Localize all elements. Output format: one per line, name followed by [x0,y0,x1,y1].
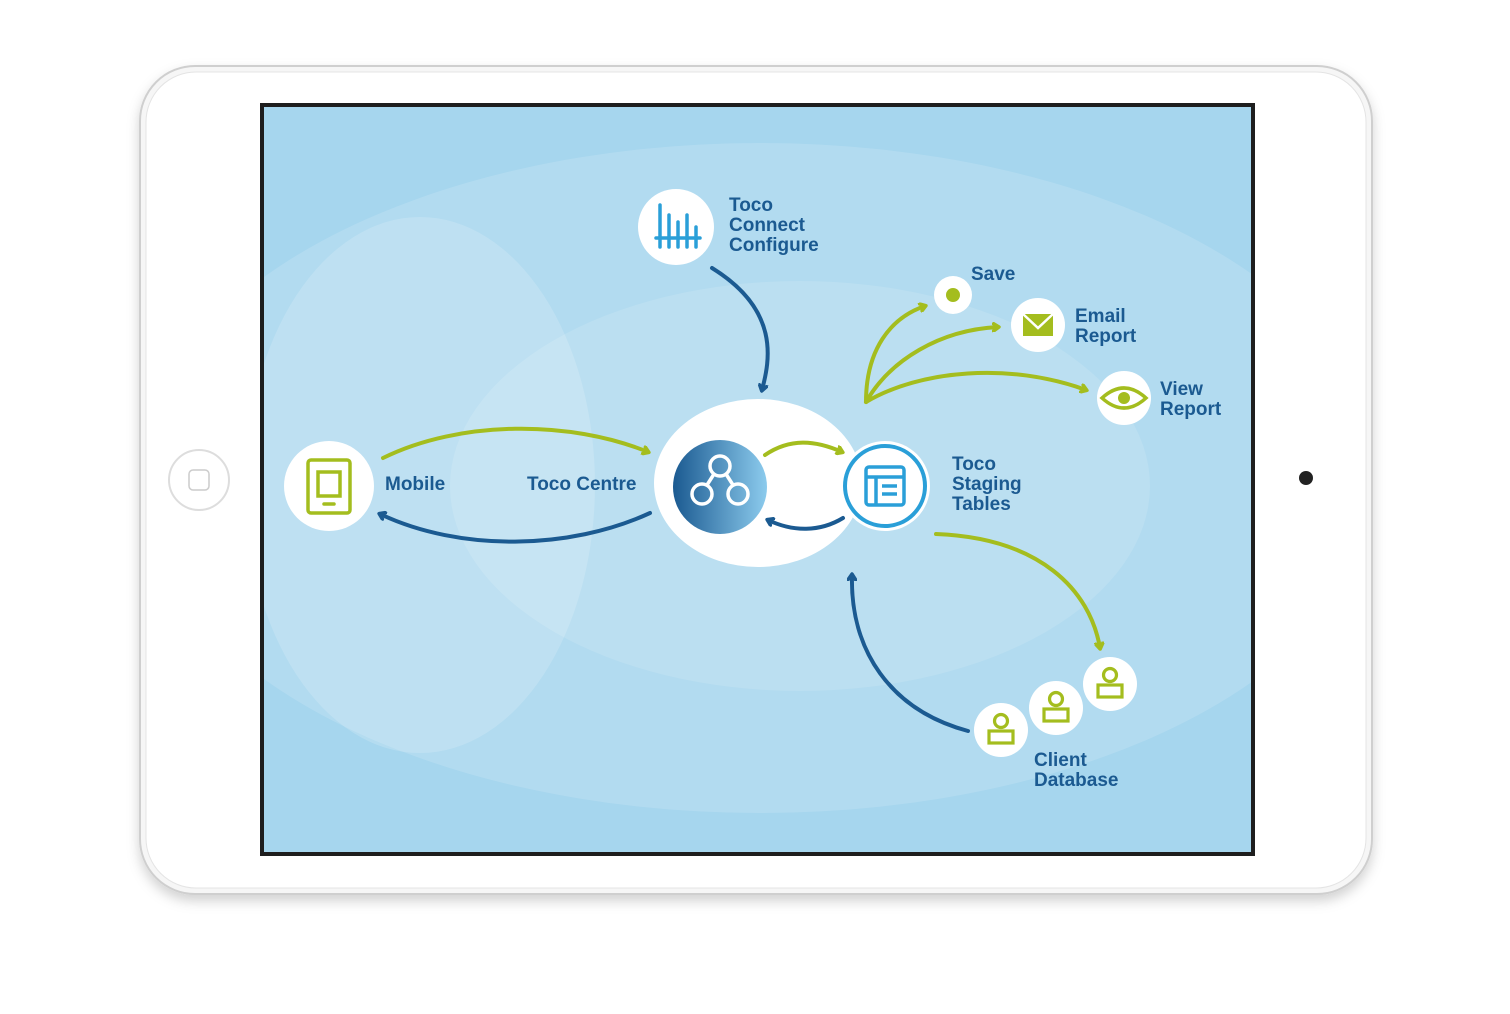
eye-icon [1099,386,1149,410]
user-icon [1096,666,1124,699]
arrow-staging-to-centre [768,516,845,531]
table-icon [864,465,906,507]
tablet-icon [306,458,352,515]
bar-chart-icon [654,203,702,249]
dot-icon [946,288,960,302]
arrow-config-to-centre [710,266,770,390]
client-db-item [1029,681,1083,735]
arrow-to-save [864,306,925,404]
mobile-label: Mobile [385,475,445,495]
client-node[interactable] [974,657,1137,757]
client-label-line: Client [1034,750,1087,771]
config-label-line: Configure [729,235,819,256]
connectors [380,266,1100,733]
config-label-line: Toco [729,195,773,216]
client-label: Client Database [1034,751,1119,791]
save-label: Save [971,265,1015,285]
arrow-client-to-centre [852,575,970,733]
client-db-item [974,703,1028,757]
config-node[interactable] [638,189,714,265]
config-label: Toco Connect Configure [729,196,819,256]
mobile-node[interactable] [284,441,374,531]
network-icon [690,454,750,506]
email-label-line: Email [1075,306,1126,327]
home-button-icon[interactable] [168,449,230,511]
client-label-line: Database [1034,770,1119,791]
centre-label-line: Toco Centre [527,474,637,495]
arrow-to-email [864,327,998,404]
view-label-line: Report [1160,399,1222,420]
email-node[interactable] [1011,298,1065,352]
centre-node[interactable] [673,440,767,534]
arrow-to-view [864,370,1086,404]
view-node[interactable] [1097,371,1151,425]
client-db-item [1083,657,1137,711]
staging-label-line: Staging [952,474,1022,495]
config-label-line: Connect [729,215,805,236]
email-label: Email Report [1075,307,1136,347]
user-icon [987,712,1015,745]
save-label-line: Save [971,264,1016,285]
view-label: View Report [1160,380,1221,420]
arrow-centre-to-mobile [380,513,652,544]
arrow-staging-to-client [934,532,1100,648]
staging-label: Toco Staging Tables [952,455,1022,515]
camera-icon [1299,471,1313,485]
envelope-icon [1022,313,1054,336]
arrow-mobile-to-centre [381,426,648,460]
staging-label-line: Tables [952,494,1011,515]
save-node[interactable] [934,276,972,314]
mobile-label-line: Mobile [385,474,446,495]
view-label-line: View [1160,379,1203,400]
user-icon [1042,690,1070,723]
staging-node[interactable] [840,441,930,531]
centre-label: Toco Centre [527,475,636,495]
arrow-centre-to-staging [763,440,842,457]
staging-label-line: Toco [952,454,996,475]
email-label-line: Report [1075,326,1137,347]
